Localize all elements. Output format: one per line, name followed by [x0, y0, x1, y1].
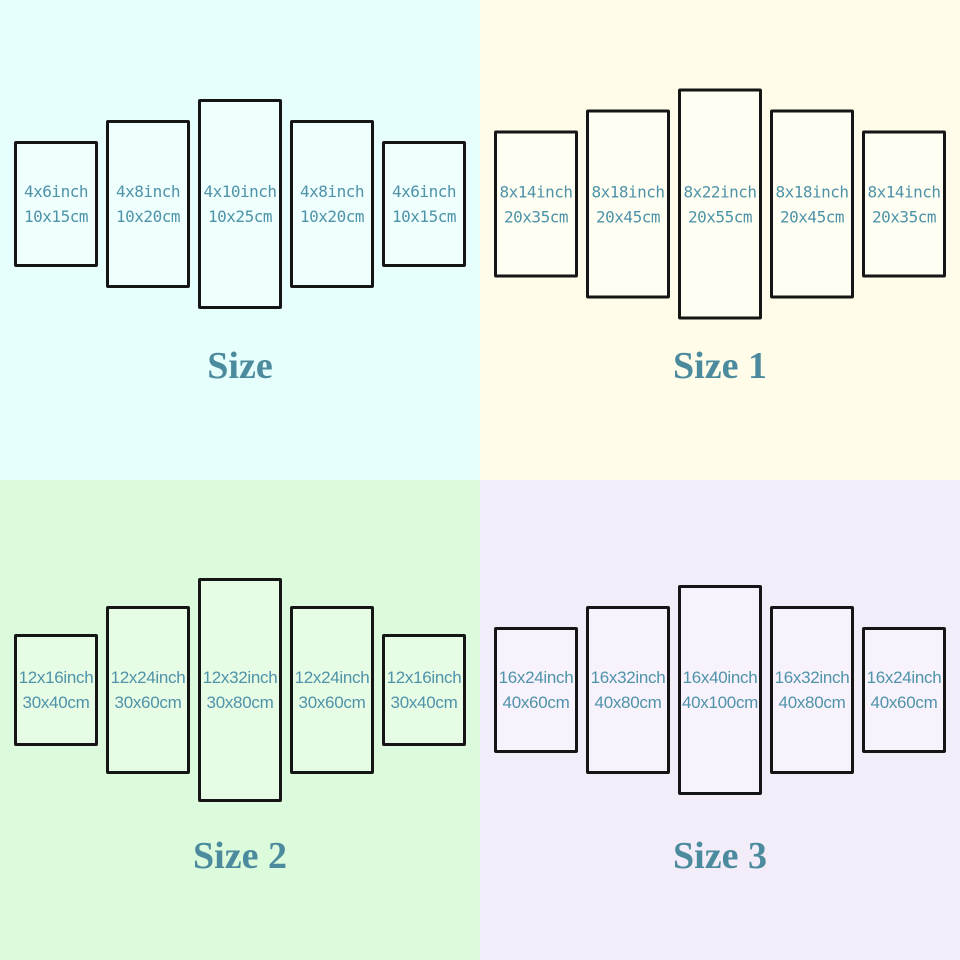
panel-size-inches: 8x22inch: [683, 182, 757, 201]
canvas-panel: 4x6inch 10x15cm: [14, 141, 98, 267]
panel-size-cm: 40x60cm: [502, 693, 570, 712]
canvas-panel: 16x32inch 40x80cm: [586, 606, 670, 774]
panel-size-inches: 8x18inch: [775, 182, 849, 201]
panel-size-cm: 30x60cm: [114, 693, 182, 712]
canvas-panel: 8x14inch 20x35cm: [494, 130, 578, 278]
section-title: Size 2: [193, 835, 287, 877]
panel-size-cm: 30x40cm: [22, 693, 90, 712]
panel-size-inches: 12x16inch: [18, 668, 94, 687]
panel-row: 16x24inch 40x60cm 16x32inch 40x80cm 16x40inc…: [480, 585, 960, 795]
panel-size-cm: 20x55cm: [688, 207, 752, 226]
panel-row: 4x6inch 10x15cm 4x8inch 10x20cm 4x10inch 10x2…: [0, 99, 480, 309]
panel-size-inches: 12x24inch: [294, 668, 370, 687]
canvas-panel: 16x40inch 40x100cm: [678, 585, 762, 795]
panel-size-inches: 4x8inch: [116, 182, 180, 201]
panel-size-cm: 30x40cm: [390, 693, 458, 712]
panel-size-cm: 10x15cm: [24, 207, 88, 226]
canvas-panel: 8x18inch 20x45cm: [770, 109, 854, 299]
canvas-panel: 16x24inch 40x60cm: [494, 627, 578, 753]
panel-size-inches: 4x10inch: [203, 182, 277, 201]
quadrant-size-3: 16x24inch 40x60cm 16x32inch 40x80cm 16x40inc…: [480, 480, 960, 960]
panel-size-cm: 20x35cm: [872, 207, 936, 226]
canvas-panel: 4x10inch 10x25cm: [198, 99, 282, 309]
section-title: Size 1: [673, 345, 767, 387]
panel-size-inches: 16x40inch: [682, 668, 758, 687]
canvas-panel: 12x24inch 30x60cm: [106, 606, 190, 774]
section-title: Size 3: [673, 835, 767, 877]
panel-size-inches: 4x8inch: [300, 182, 364, 201]
panel-size-cm: 40x80cm: [594, 693, 662, 712]
panel-size-inches: 4x6inch: [392, 182, 456, 201]
panel-size-inches: 8x14inch: [499, 182, 573, 201]
canvas-panel: 4x6inch 10x15cm: [382, 141, 466, 267]
panel-size-cm: 10x20cm: [116, 207, 180, 226]
quadrant-size: 4x6inch 10x15cm 4x8inch 10x20cm 4x10inch 10x2…: [0, 0, 480, 480]
panel-size-inches: 12x16inch: [386, 668, 462, 687]
panel-size-cm: 20x35cm: [504, 207, 568, 226]
canvas-panel: 16x24inch 40x60cm: [862, 627, 946, 753]
panel-size-inches: 16x24inch: [866, 668, 942, 687]
canvas-panel: 12x32inch 30x80cm: [198, 578, 282, 802]
panel-size-inches: 12x24inch: [110, 668, 186, 687]
quadrant-size-2: 12x16inch 30x40cm 12x24inch 30x60cm 12x32inc…: [0, 480, 480, 960]
canvas-panel: 4x8inch 10x20cm: [290, 120, 374, 288]
panel-size-inches: 16x32inch: [590, 668, 666, 687]
quadrant-size-1: 8x14inch 20x35cm 8x18inch 20x45cm 8x22inch 20…: [480, 0, 960, 480]
panel-size-cm: 10x15cm: [392, 207, 456, 226]
panel-size-cm: 10x25cm: [208, 207, 272, 226]
panel-row: 12x16inch 30x40cm 12x24inch 30x60cm 12x32inc…: [0, 578, 480, 802]
panel-size-inches: 16x24inch: [498, 668, 574, 687]
panel-size-inches: 12x32inch: [202, 668, 278, 687]
panel-size-cm: 30x80cm: [206, 693, 274, 712]
canvas-panel: 4x8inch 10x20cm: [106, 120, 190, 288]
canvas-panel: 8x18inch 20x45cm: [586, 109, 670, 299]
canvas-panel: 16x32inch 40x80cm: [770, 606, 854, 774]
panel-size-inches: 4x6inch: [24, 182, 88, 201]
canvas-panel: 12x16inch 30x40cm: [382, 634, 466, 746]
canvas-panel: 8x14inch 20x35cm: [862, 130, 946, 278]
panel-size-inches: 16x32inch: [774, 668, 850, 687]
canvas-panel: 12x24inch 30x60cm: [290, 606, 374, 774]
panel-row: 8x14inch 20x35cm 8x18inch 20x45cm 8x22inch 20…: [480, 88, 960, 320]
panel-size-cm: 40x60cm: [870, 693, 938, 712]
panel-size-cm: 20x45cm: [596, 207, 660, 226]
panel-size-inches: 8x18inch: [591, 182, 665, 201]
panel-size-cm: 20x45cm: [780, 207, 844, 226]
section-title: Size: [207, 345, 273, 387]
canvas-panel: 8x22inch 20x55cm: [678, 88, 762, 320]
panel-size-cm: 40x80cm: [778, 693, 846, 712]
panel-size-cm: 10x20cm: [300, 207, 364, 226]
panel-size-cm: 40x100cm: [681, 693, 759, 712]
panel-size-cm: 30x60cm: [298, 693, 366, 712]
canvas-panel: 12x16inch 30x40cm: [14, 634, 98, 746]
panel-size-inches: 8x14inch: [867, 182, 941, 201]
